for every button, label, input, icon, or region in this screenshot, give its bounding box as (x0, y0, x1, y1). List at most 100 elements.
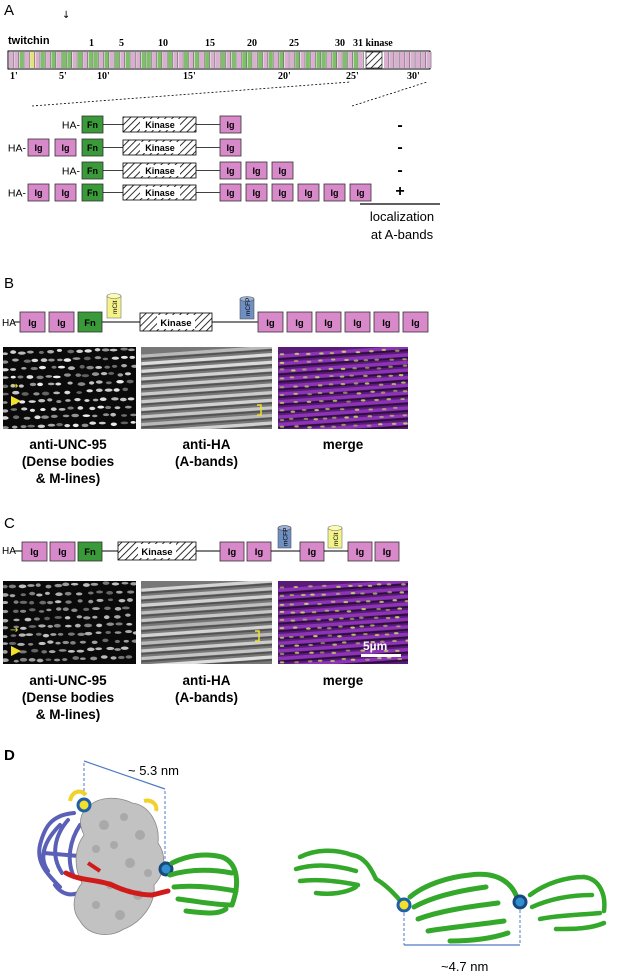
fluorescent-spot (56, 348, 63, 352)
fluorescent-spot (3, 658, 9, 663)
a-band-stripe (141, 347, 272, 358)
fluorescent-spot (12, 390, 20, 395)
ig-label: Ig (331, 188, 339, 198)
green-spot (331, 416, 337, 419)
green-spot (349, 617, 355, 620)
fluorescent-spot (45, 658, 52, 662)
fluorescent-spot (3, 416, 9, 420)
green-spot (337, 635, 342, 638)
scale-bar-label: 5µm (363, 639, 388, 653)
fluorescent-spot (36, 658, 44, 663)
green-spot (387, 591, 392, 594)
caption-line: & M-lines) (35, 707, 101, 722)
ig-label: Ig (58, 547, 67, 558)
distance-label-4-7nm: ~4.7 nm (441, 959, 488, 974)
green-spot (293, 392, 298, 395)
fluorescent-spot (127, 397, 135, 401)
green-spot (319, 651, 325, 654)
caption-line: (Dense bodies (21, 690, 115, 705)
green-spot (330, 659, 335, 663)
dark-line (141, 643, 272, 655)
domain-stripe (146, 52, 151, 68)
green-spot (356, 392, 362, 395)
fluorescent-spot (38, 610, 45, 613)
fluorescent-spot (18, 650, 27, 654)
green-spot (279, 618, 285, 622)
fluorescent-spot (114, 606, 122, 611)
green-spot (294, 661, 299, 664)
fluorescent-spot (71, 413, 80, 418)
zoom-line-left (31, 81, 351, 107)
green-spot (279, 361, 285, 365)
a-band-stripe (141, 632, 272, 645)
green-spot (393, 406, 398, 409)
top-number-5: 5 (119, 38, 124, 49)
down-arrow-icon: ↓ (62, 10, 70, 21)
green-spot (330, 600, 336, 603)
fluorescent-spot (11, 425, 18, 429)
domain-stripe (183, 52, 188, 68)
green-spot (344, 416, 349, 419)
green-spot (290, 619, 296, 622)
ha-tag: HA- (8, 188, 27, 200)
fluorescent-spot (37, 382, 43, 387)
green-spot (279, 610, 285, 613)
fluorescent-spot (40, 358, 48, 363)
ig-domain (344, 311, 371, 333)
domain-stripe (194, 52, 199, 68)
green-spot (391, 422, 397, 425)
dark-line (278, 410, 408, 421)
green-spot (328, 383, 334, 386)
domain-stripe (300, 52, 305, 68)
mcit-cylinder: mCit (327, 525, 343, 549)
kinase-label: Kinase (160, 318, 191, 329)
fluorescent-spot (95, 365, 102, 369)
green-spot (341, 657, 347, 661)
ig-domain (245, 183, 268, 202)
green-spot (336, 585, 341, 588)
fluorescent-spot (111, 397, 119, 401)
a-band-stripe (141, 609, 272, 623)
green-spot (359, 616, 364, 619)
green-spot (359, 625, 365, 628)
fluorescent-spot (55, 382, 62, 386)
green-spot (344, 358, 349, 362)
domain-stripe (394, 52, 399, 68)
green-spot (394, 616, 400, 619)
green-spot (385, 616, 391, 620)
green-spot (279, 401, 285, 404)
green-spot (317, 626, 322, 629)
green-spot (355, 351, 361, 354)
a-band-stripe (141, 625, 272, 638)
fluorescent-spot (84, 623, 93, 628)
green-spot (386, 656, 392, 659)
green-spot (397, 607, 403, 610)
panel-b-label: B (4, 275, 15, 292)
fluorescent-spot (38, 399, 46, 403)
top-number-1: 1 (89, 38, 94, 49)
fluorescent-spot (92, 398, 99, 402)
fluorescent-spot (58, 649, 67, 652)
fluorescent-spot (124, 372, 132, 376)
ig-domain (48, 311, 75, 333)
fluorescent-spot (53, 391, 61, 395)
fluorescent-spot (90, 656, 98, 661)
fluorescent-spot (126, 622, 133, 626)
fluorescent-spot (38, 624, 46, 628)
ig-label: Ig (227, 166, 235, 176)
green-spot (341, 350, 347, 353)
cyan-marker-icon (512, 894, 528, 910)
bottom-number-10: 10' (97, 71, 110, 82)
green-spot (365, 658, 370, 661)
fluorescent-spot (67, 632, 75, 636)
green-spot (393, 632, 399, 635)
caption-line: anti-HA (182, 673, 231, 688)
a-band-stripe (141, 640, 272, 653)
green-spot (341, 423, 346, 426)
green-spot (383, 624, 388, 627)
magenta-band (278, 368, 408, 381)
fluorescent-spot (17, 351, 26, 355)
ig-label: Ig (357, 188, 365, 198)
domain-stripe (332, 52, 337, 68)
ig-label: Ig (255, 547, 264, 558)
